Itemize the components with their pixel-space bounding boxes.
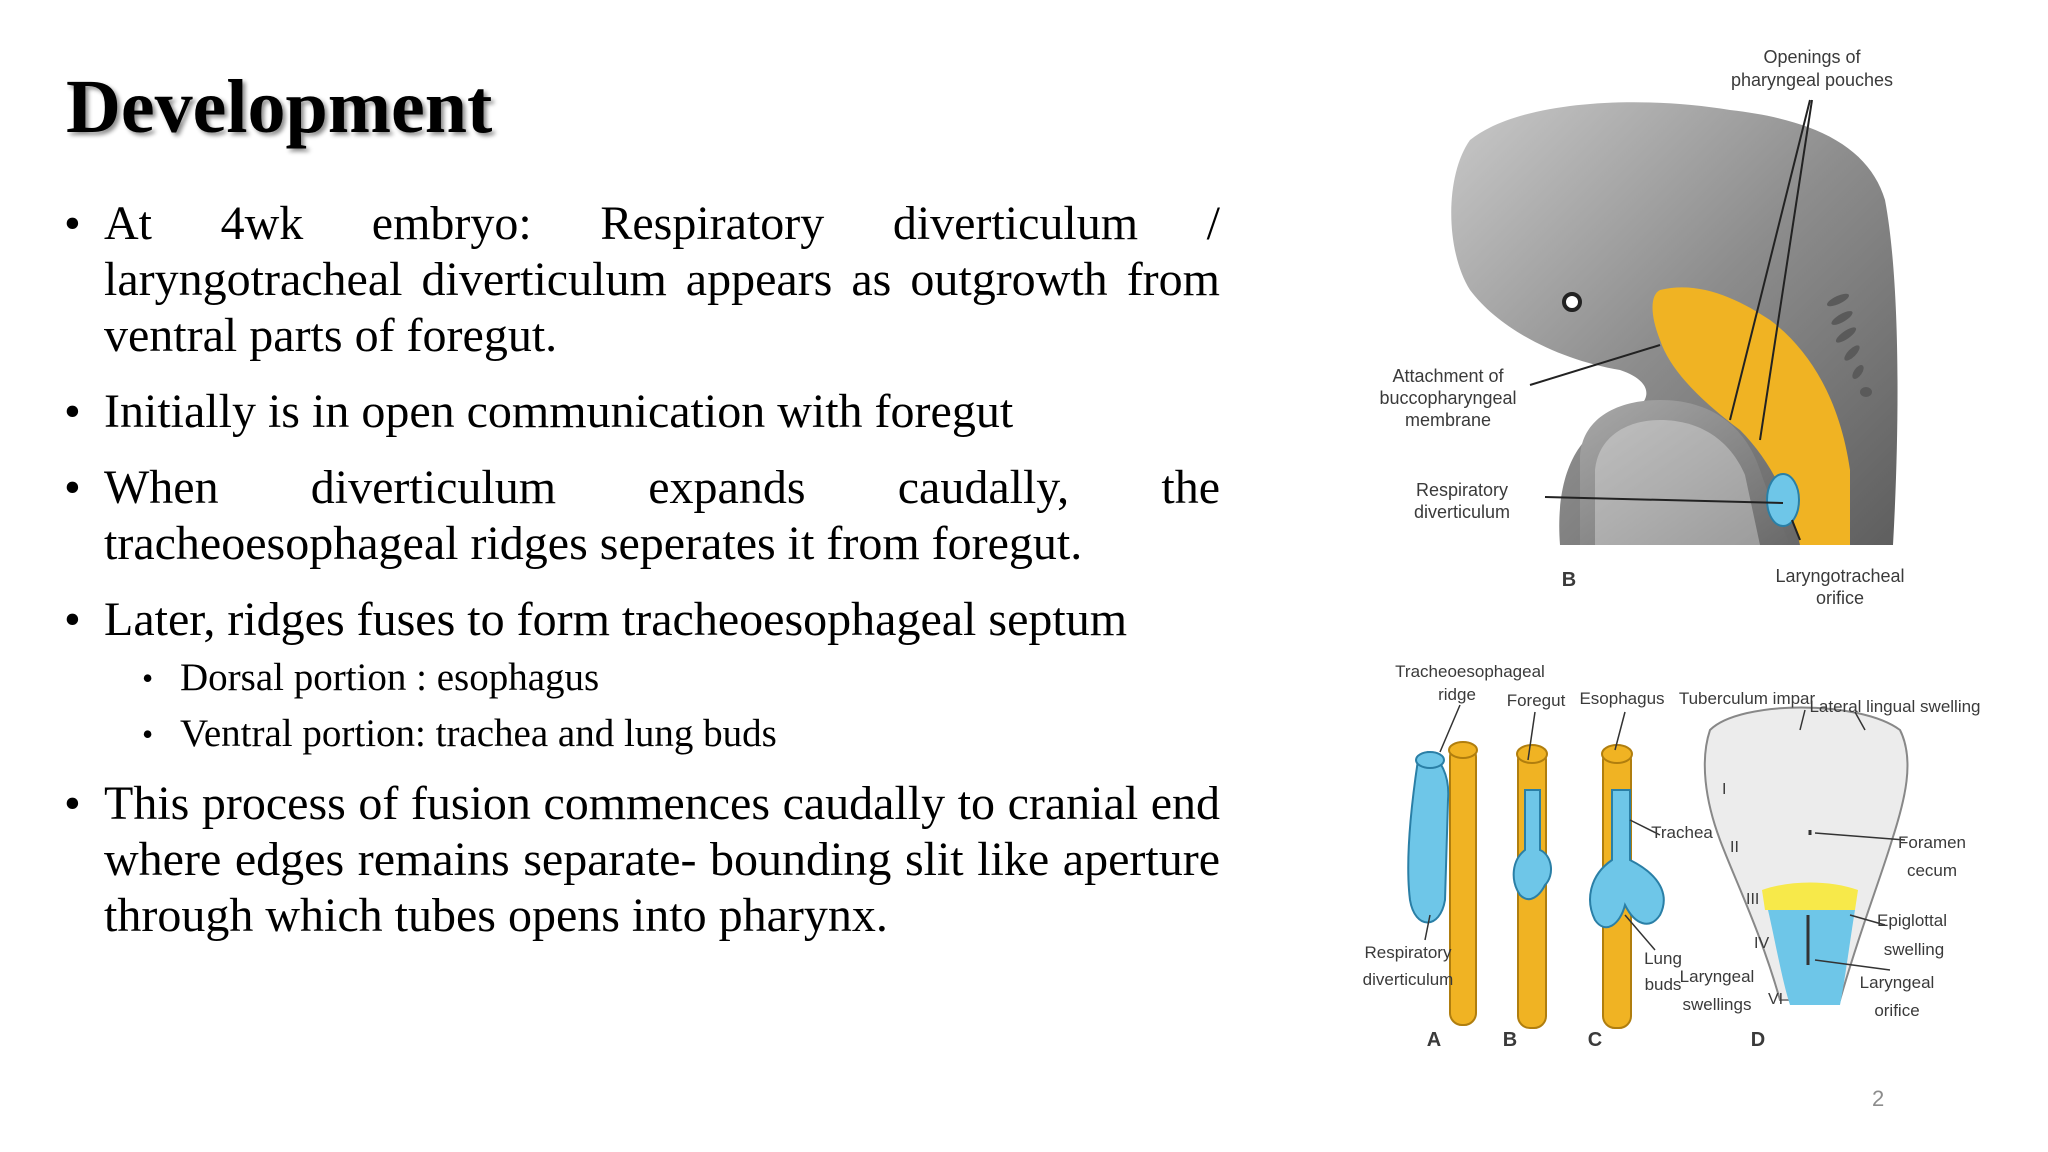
label-foramen-1: Foramen <box>1898 833 1966 852</box>
label-foregut: Foregut <box>1507 691 1566 710</box>
label-arch-i: I <box>1722 781 1726 798</box>
label-lorif-1: Laryngeal <box>1860 973 1935 992</box>
label-esophagus: Esophagus <box>1579 689 1664 708</box>
leader-lines-top <box>1529 99 1813 541</box>
label-lorif-2: orifice <box>1874 1001 1919 1020</box>
label-lung-2: buds <box>1645 975 1682 994</box>
bullet-text: When diverticulum expands caudally, the … <box>104 461 1220 570</box>
label-lswell-1: Laryngeal <box>1680 967 1755 986</box>
label-openings-2: pharyngeal pouches <box>1731 70 1893 90</box>
bullet-text: This process of fusion commences caudall… <box>104 777 1220 942</box>
tongue-diagram-d <box>1703 706 1909 1005</box>
embryo-foregut-orange <box>1652 287 1850 545</box>
sub-bullet-item: • Ventral portion: trachea and lung buds <box>60 710 1220 758</box>
label-lung-1: Lung <box>1644 949 1682 968</box>
label-tuberculum: Tuberculum impar <box>1679 689 1816 708</box>
bullet-dot-icon: • <box>64 197 81 250</box>
label-arch-iii: III <box>1746 891 1759 908</box>
bullet-dot-icon: • <box>64 461 81 514</box>
label-laryn-2: orifice <box>1816 588 1864 608</box>
bullet-list: • At 4wk embryo: Respiratory diverticulum… <box>60 196 1220 964</box>
slide-title: Development <box>66 65 493 149</box>
label-panel-a: A <box>1427 1029 1441 1051</box>
bullet-dot-icon: • <box>64 777 81 830</box>
label-attach-2: buccopharyngeal <box>1379 388 1516 408</box>
label-panel-c: C <box>1588 1029 1602 1051</box>
page-number: 2 <box>1872 1086 1885 1111</box>
bullet-item: • At 4wk embryo: Respiratory diverticulum… <box>60 196 1220 364</box>
label-epi-1: Epiglottal <box>1877 911 1947 930</box>
tube-b <box>1512 744 1552 1029</box>
embryo-figures: Openings of pharyngeal pouches Attachmen… <box>1363 47 1981 1051</box>
bullet-text: Initially is in open communication with … <box>104 385 1014 438</box>
bullet-item: • Initially is in open communication with… <box>60 384 1220 440</box>
septation-diagram: Tracheoesophageal ridge Foregut Esophagu… <box>1363 662 1981 1051</box>
bullet-item: • When diverticulum expands caudally, the… <box>60 460 1220 572</box>
label-lateral: Lateral lingual swelling <box>1809 697 1980 716</box>
label-te-2: ridge <box>1438 685 1476 704</box>
label-openings-1: Openings of <box>1763 47 1861 67</box>
embryo-eye <box>1562 292 1582 312</box>
label-resp-bottom-1: Respiratory <box>1365 943 1452 962</box>
embryo-diagram-b: Openings of pharyngeal pouches Attachmen… <box>1379 47 1904 608</box>
label-arch-iv: IV <box>1754 935 1769 952</box>
bullet-item: • Later, ridges fuses to form tracheoesop… <box>60 592 1220 648</box>
sub-bullet-text: Dorsal portion : esophagus <box>180 656 600 699</box>
label-te-1: Tracheoesophageal <box>1395 662 1545 681</box>
label-attach-3: membrane <box>1405 410 1491 430</box>
embryo-inner-fold <box>1595 420 1760 545</box>
sub-bullet-text: Ventral portion: trachea and lung buds <box>180 712 777 755</box>
label-arch-ii: II <box>1730 839 1739 856</box>
label-arch-vi: VI <box>1768 991 1783 1008</box>
bullet-dot-icon: • <box>64 593 81 646</box>
label-panel-d: D <box>1751 1029 1765 1051</box>
label-trachea: Trachea <box>1651 823 1713 842</box>
label-resp-1: Respiratory <box>1416 480 1508 500</box>
respiratory-diverticulum-blue <box>1766 473 1800 527</box>
embryo-cavity <box>1580 400 1790 545</box>
tube-a <box>1407 741 1478 1026</box>
sub-bullet-dot-icon: • <box>142 660 154 696</box>
bullet-text: At 4wk embryo: Respiratory diverticulum … <box>104 197 1220 362</box>
label-epi-2: swelling <box>1884 940 1944 959</box>
label-panel-b-top: B <box>1562 569 1576 591</box>
label-attach-1: Attachment of <box>1392 366 1504 386</box>
label-resp-2: diverticulum <box>1414 502 1510 522</box>
bullet-text: Later, ridges fuses to form tracheoesoph… <box>104 593 1128 646</box>
label-laryn-1: Laryngotracheal <box>1775 566 1904 586</box>
label-resp-bottom-2: diverticulum <box>1363 970 1454 989</box>
label-panel-b: B <box>1503 1029 1517 1051</box>
bullet-item: • This process of fusion commences caudal… <box>60 776 1220 944</box>
label-lswell-2: swellings <box>1683 995 1752 1014</box>
sub-bullet-dot-icon: • <box>142 716 154 752</box>
label-foramen-2: cecum <box>1907 861 1957 880</box>
sub-bullet-item: • Dorsal portion : esophagus <box>60 654 1220 702</box>
bullet-dot-icon: • <box>64 385 81 438</box>
leader-lines-bottom <box>1424 704 1906 971</box>
pharyngeal-arches <box>1826 293 1872 397</box>
